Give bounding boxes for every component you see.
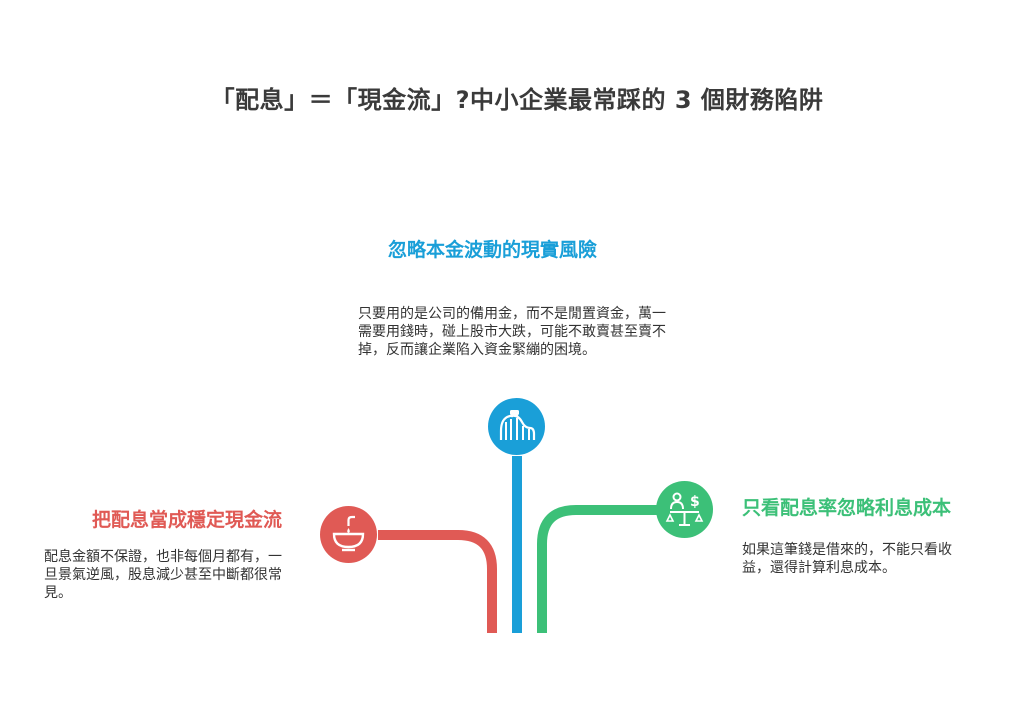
- red-branch-line: [378, 530, 497, 633]
- red-branch-heading: 把配息當成穩定現金流: [92, 509, 283, 531]
- page-title: 「配息」＝「現金流」?中小企業最常踩的 3 個財務陷阱: [210, 86, 824, 114]
- balance-scale-icon: $: [656, 481, 713, 538]
- roller-coaster-icon: [488, 398, 545, 455]
- green-branch-line: [537, 505, 657, 633]
- green-branch-description: 如果這筆錢是借來的，不能只看收益，還得計算利息成本。: [742, 542, 952, 576]
- green-branch-heading: 只看配息率忽略利息成本: [742, 497, 952, 519]
- blue-branch-heading: 忽略本金波動的現實風險: [388, 239, 598, 261]
- blue-branch-description: 只要用的是公司的備用金，而不是閒置資金，萬一需要用錢時，碰上股市大跌，可能不敢賣…: [358, 306, 666, 358]
- red-branch-description: 配息金額不保證，也非每個月都有，一旦景氣逆風，股息減少甚至中斷都很常見。: [44, 549, 282, 601]
- svg-text:$: $: [690, 494, 700, 510]
- leaking-bowl-icon: [320, 506, 377, 563]
